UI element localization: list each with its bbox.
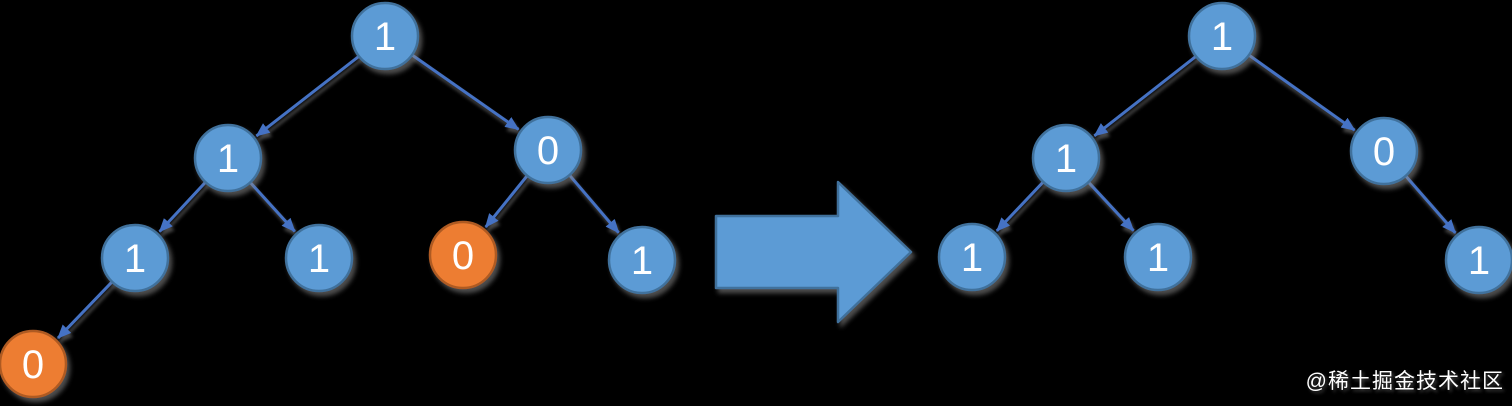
tree-node-after-1: 1	[1031, 123, 1101, 193]
node-value: 1	[1468, 239, 1490, 283]
node-value: 1	[124, 237, 146, 281]
node-value: 0	[1373, 130, 1395, 174]
node-value: 0	[452, 234, 474, 278]
tree-edge	[567, 173, 620, 234]
tree-node-before-0: 0	[513, 115, 583, 185]
node-value: 1	[374, 15, 396, 59]
node-circle	[1187, 1, 1257, 71]
tree-edge	[1086, 180, 1135, 232]
tree-node-after-0: 0	[1349, 116, 1419, 186]
tree-node-before-0: 0	[428, 220, 498, 290]
tree-node-after-1: 1	[1123, 222, 1193, 292]
tree-before: 1 1 0 1 1 0 1 0	[0, 1, 677, 399]
tree-edge	[56, 280, 114, 340]
tree-edge	[158, 180, 208, 233]
node-circle	[100, 223, 170, 293]
node-circle	[193, 123, 263, 193]
node-circle	[1444, 225, 1512, 295]
node-value: 1	[1211, 15, 1233, 59]
tree-after: 1 1 0 1 1 1	[937, 1, 1512, 295]
tree-node-before-0: 0	[0, 329, 68, 399]
node-circle	[937, 222, 1007, 292]
tree-node-after-1: 1	[937, 222, 1007, 292]
node-value: 1	[1147, 236, 1169, 280]
node-circle	[1123, 222, 1193, 292]
watermark: @稀土掘金技术社区	[1305, 370, 1504, 393]
node-value: 0	[537, 129, 559, 173]
tree-node-before-1: 1	[193, 123, 263, 193]
tree-node-before-1: 1	[100, 223, 170, 293]
tree-node-after-1: 1	[1187, 1, 1257, 71]
node-value: 0	[22, 343, 44, 387]
node-circle	[607, 225, 677, 295]
tree-node-before-1: 1	[350, 1, 420, 71]
tree-node-before-1: 1	[284, 223, 354, 293]
tree-edge	[484, 173, 530, 228]
tree-node-after-1: 1	[1444, 225, 1512, 295]
tree-edge	[255, 54, 361, 138]
node-value: 1	[961, 236, 983, 280]
node-circle	[350, 1, 420, 71]
node-value: 1	[308, 237, 330, 281]
node-circle	[1349, 116, 1419, 186]
node-circle	[0, 329, 68, 399]
node-circle	[1031, 123, 1101, 193]
tree-edge	[1403, 174, 1457, 234]
tree-edge	[410, 53, 520, 131]
tree-node-before-1: 1	[607, 225, 677, 295]
tree-edge	[995, 180, 1046, 232]
node-value: 1	[1055, 137, 1077, 181]
tree-edge	[248, 180, 296, 233]
node-circle	[428, 220, 498, 290]
tree-edge	[1247, 53, 1356, 132]
node-value: 1	[631, 239, 653, 283]
node-circle	[513, 115, 583, 185]
tree-edge	[1093, 54, 1198, 138]
node-value: 1	[217, 137, 239, 181]
node-circle	[284, 223, 354, 293]
transform-arrow-icon	[714, 180, 913, 324]
